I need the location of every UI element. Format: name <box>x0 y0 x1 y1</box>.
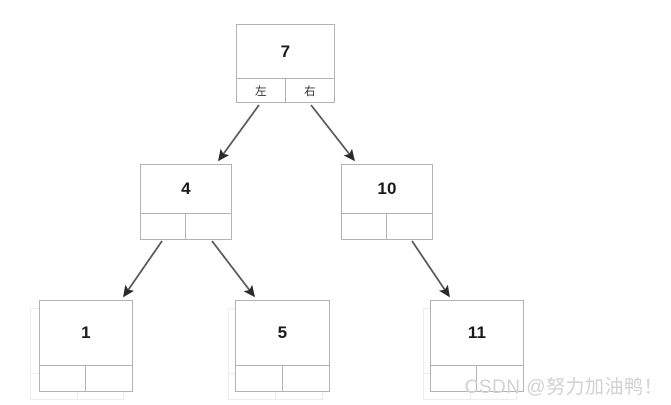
node-pointer-cells <box>236 365 329 391</box>
node-value: 4 <box>181 179 191 198</box>
left-pointer-cell[interactable] <box>40 366 86 391</box>
edge-4-left-to-1-arrow <box>123 240 163 298</box>
node-pointer-cells <box>40 365 132 391</box>
left-pointer-cell[interactable] <box>342 214 387 239</box>
tree-node-7[interactable]: 7 左右 <box>236 24 335 103</box>
node-value: 7 <box>280 41 291 61</box>
tree-node-5[interactable]: 5 <box>235 300 330 392</box>
node-pointer-cells <box>342 213 432 239</box>
edge-7-right-to-10-arrow <box>310 104 355 162</box>
right-pointer-cell[interactable] <box>86 366 132 391</box>
node-value: 10 <box>377 179 397 198</box>
tree-node-4[interactable]: 4 <box>140 164 232 240</box>
watermark-text: CSDN @努力加油鸭！ <box>464 377 663 398</box>
tree-node-10[interactable]: 10 <box>341 164 433 240</box>
node-value: 11 <box>467 323 487 342</box>
right-pointer-cell[interactable] <box>477 366 523 391</box>
node-value: 5 <box>277 323 288 342</box>
node-pointer-cells <box>431 365 523 391</box>
edge-10-right-to-11-arrow <box>411 240 450 298</box>
right-pointer-cell[interactable] <box>387 214 432 239</box>
tree-node-11[interactable]: 11 <box>430 300 524 392</box>
node-value: 1 <box>81 323 91 342</box>
edge-4-right-to-5-arrow <box>211 240 255 298</box>
right-pointer-cell[interactable] <box>186 214 231 239</box>
left-pointer-cell[interactable] <box>141 214 186 239</box>
node-pointer-cells <box>141 213 231 239</box>
right-pointer-cell[interactable] <box>282 366 329 391</box>
edge-7-left-to-4-arrow <box>218 104 260 162</box>
node-pointer-cells: 左右 <box>237 78 334 102</box>
right-pointer-cell[interactable]: 右 <box>285 79 334 102</box>
left-pointer-cell[interactable] <box>431 366 477 391</box>
left-pointer-cell[interactable] <box>236 366 283 391</box>
tree-node-1[interactable]: 1 <box>39 300 133 392</box>
left-pointer-cell[interactable]: 左 <box>237 79 286 102</box>
